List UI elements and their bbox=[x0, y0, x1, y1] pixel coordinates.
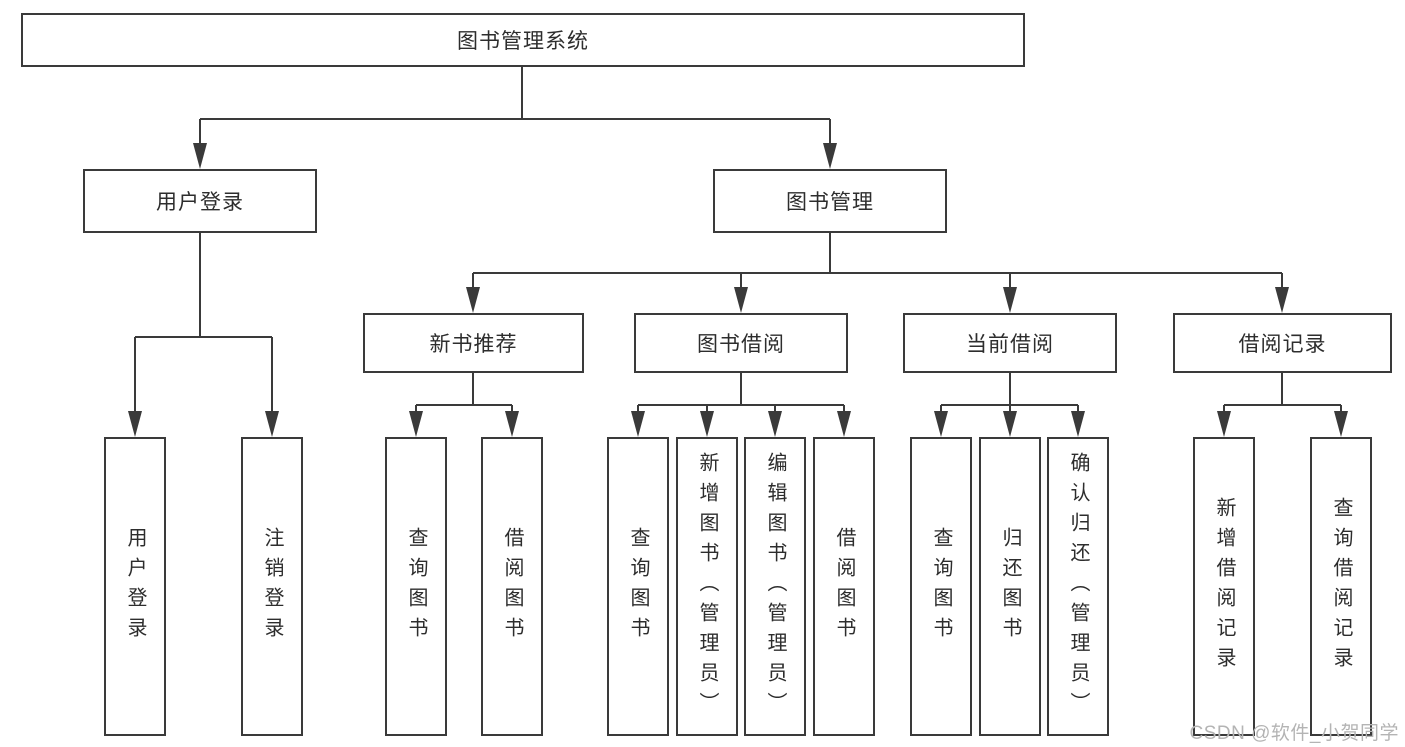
leaf-add-books-admin: 新增图书（管理员） bbox=[676, 437, 738, 736]
node-borrow-records: 借阅记录 bbox=[1173, 313, 1392, 373]
arrowhead-icon bbox=[734, 287, 748, 313]
arrowhead-icon bbox=[768, 411, 782, 437]
leaf-borrow-books-recommend: 借阅图书 bbox=[481, 437, 543, 736]
arrowhead-icon bbox=[409, 411, 423, 437]
node-book-borrowing: 图书借阅 bbox=[634, 313, 848, 373]
arrowhead-icon bbox=[823, 143, 837, 169]
arrowhead-icon bbox=[1217, 411, 1231, 437]
node-user-login: 用户登录 bbox=[83, 169, 317, 233]
leaf-query-books-current: 查询图书 bbox=[910, 437, 972, 736]
leaf-borrow-books: 借阅图书 bbox=[813, 437, 875, 736]
leaf-query-borrow-record: 查询借阅记录 bbox=[1310, 437, 1372, 736]
arrowhead-icon bbox=[128, 411, 142, 437]
node-book-management: 图书管理 bbox=[713, 169, 947, 233]
leaf-edit-books-admin: 编辑图书（管理员） bbox=[744, 437, 806, 736]
arrowhead-icon bbox=[1275, 287, 1289, 313]
arrowhead-icon bbox=[1334, 411, 1348, 437]
leaf-query-books-recommend: 查询图书 bbox=[385, 437, 447, 736]
node-current-borrowing: 当前借阅 bbox=[903, 313, 1117, 373]
arrowhead-icon bbox=[934, 411, 948, 437]
arrowhead-icon bbox=[505, 411, 519, 437]
node-root-library-system: 图书管理系统 bbox=[21, 13, 1025, 67]
watermark: CSDN @软件_小贺同学 bbox=[1189, 723, 1399, 744]
leaf-query-books-borrowing: 查询图书 bbox=[607, 437, 669, 736]
leaf-add-borrow-record: 新增借阅记录 bbox=[1193, 437, 1255, 736]
arrowhead-icon bbox=[1003, 411, 1017, 437]
leaf-user-login: 用户登录 bbox=[104, 437, 166, 736]
arrowhead-icon bbox=[1071, 411, 1085, 437]
arrowheads bbox=[128, 143, 1348, 437]
node-new-book-recommend: 新书推荐 bbox=[363, 313, 584, 373]
arrowhead-icon bbox=[1003, 287, 1017, 313]
arrowhead-icon bbox=[265, 411, 279, 437]
connector-lines bbox=[134, 67, 1342, 413]
arrowhead-icon bbox=[837, 411, 851, 437]
arrowhead-icon bbox=[466, 287, 480, 313]
arrowhead-icon bbox=[700, 411, 714, 437]
arrowhead-icon bbox=[631, 411, 645, 437]
leaf-confirm-return-admin: 确认归还（管理员） bbox=[1047, 437, 1109, 736]
arrowhead-icon bbox=[193, 143, 207, 169]
leaf-logout: 注销登录 bbox=[241, 437, 303, 736]
leaf-return-books: 归还图书 bbox=[979, 437, 1041, 736]
